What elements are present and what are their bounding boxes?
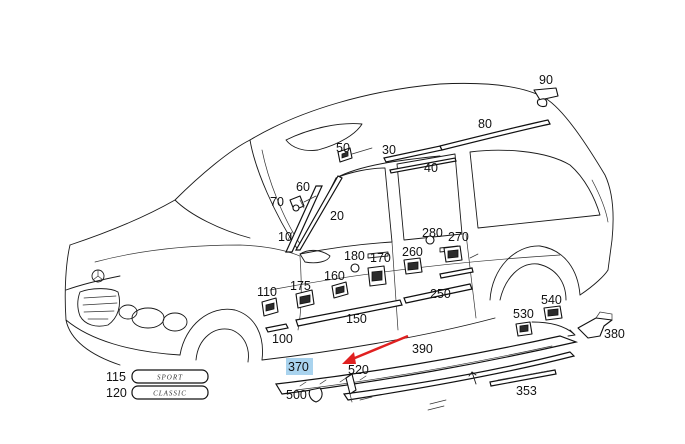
label-90[interactable]: 90 xyxy=(539,73,553,87)
part-180-nut xyxy=(350,263,360,273)
label-175[interactable]: 175 xyxy=(290,279,311,293)
label-30[interactable]: 30 xyxy=(382,143,396,157)
label-150[interactable]: 150 xyxy=(346,312,367,326)
part-353-badge xyxy=(468,369,557,387)
highlight-arrow xyxy=(342,334,409,364)
label-50[interactable]: 50 xyxy=(336,141,350,155)
car-outline xyxy=(64,82,614,366)
label-115[interactable]: 115 xyxy=(106,370,126,384)
label-70[interactable]: 70 xyxy=(270,195,284,209)
part-250-lower-strip xyxy=(439,267,474,279)
part-280-nut xyxy=(425,235,435,245)
part-110-clip xyxy=(261,297,279,317)
part-380-end-cap xyxy=(577,311,613,339)
label-540[interactable]: 540 xyxy=(541,293,562,307)
part-120-classic-badge: CLASSIC xyxy=(131,385,209,400)
label-60[interactable]: 60 xyxy=(296,180,310,194)
label-250[interactable]: 250 xyxy=(430,287,451,301)
label-120[interactable]: 120 xyxy=(106,386,127,400)
label-160[interactable]: 160 xyxy=(324,269,345,283)
part-160-clip xyxy=(331,281,349,299)
label-180[interactable]: 180 xyxy=(344,249,365,263)
part-170-bracket xyxy=(367,265,387,287)
label-10[interactable]: 10 xyxy=(278,230,292,244)
part-20-a-pillar-cover xyxy=(294,175,343,251)
parts: SPORT CLASSIC xyxy=(131,87,613,411)
classic-badge-text: CLASSIC xyxy=(153,390,187,398)
label-370-highlight xyxy=(286,358,313,375)
part-150-front-door-molding xyxy=(295,299,403,327)
label-100[interactable]: 100 xyxy=(272,332,293,346)
label-370[interactable]: 370 xyxy=(288,360,309,374)
label-390[interactable]: 390 xyxy=(412,342,433,356)
label-110[interactable]: 110 xyxy=(257,285,277,299)
label-260[interactable]: 260 xyxy=(402,245,423,259)
part-80-roof-rail xyxy=(439,119,551,151)
part-40-door-frame-strip xyxy=(389,157,457,174)
assembly-arrow xyxy=(531,321,575,335)
part-520-clip xyxy=(345,373,357,403)
part-175-clip xyxy=(295,289,315,309)
label-500[interactable]: 500 xyxy=(286,388,307,402)
label-280[interactable]: 280 xyxy=(422,226,443,240)
label-170[interactable]: 170 xyxy=(370,251,391,265)
part-270-clip xyxy=(443,245,463,263)
part-115-sport-badge: SPORT xyxy=(131,369,209,384)
label-80[interactable]: 80 xyxy=(478,117,492,131)
part-50-clip xyxy=(337,147,373,163)
label-530[interactable]: 530 xyxy=(513,307,534,321)
sport-badge-text: SPORT xyxy=(157,374,183,382)
label-353[interactable]: 353 xyxy=(516,384,537,398)
label-380[interactable]: 380 xyxy=(604,327,625,341)
part-10-a-pillar-trim xyxy=(285,185,323,253)
part-labels: 90 80 50 30 40 60 70 20 10 280 270 180 2… xyxy=(106,73,625,402)
part-390-sill-trim xyxy=(342,351,576,401)
label-270[interactable]: 270 xyxy=(448,230,469,244)
label-20[interactable]: 20 xyxy=(330,209,344,223)
part-260-clip xyxy=(403,257,423,275)
part-530-clip xyxy=(515,321,533,337)
part-500-clip xyxy=(308,387,323,403)
part-250-rear-door-molding xyxy=(403,283,473,304)
part-540-clip xyxy=(543,305,563,321)
label-520[interactable]: 520 xyxy=(348,363,369,377)
label-40[interactable]: 40 xyxy=(424,161,438,175)
part-60-70-clip xyxy=(289,195,317,212)
part-90-clip xyxy=(533,87,559,108)
part-100-fender-strip xyxy=(265,323,289,333)
